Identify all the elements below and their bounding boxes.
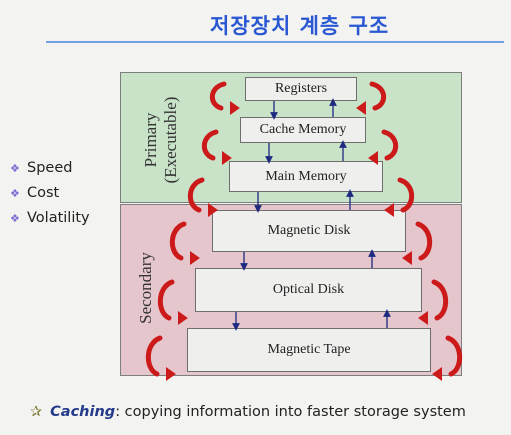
level-main-memory: Main Memory: [229, 161, 383, 192]
curved-arrow-head: [368, 151, 378, 165]
star-icon: ✰: [30, 404, 43, 420]
curved-arrow: [145, 335, 163, 377]
curved-arrow: [431, 279, 449, 321]
bullet-item: ❖ Cost: [10, 181, 90, 206]
caching-keyword: Caching: [50, 404, 116, 420]
connector-arrows: [232, 98, 391, 331]
level-magnetic-tape: Magnetic Tape: [187, 328, 431, 372]
curved-arrow-head: [402, 251, 412, 265]
diamond-bullet-icon: ❖: [10, 162, 20, 175]
level-registers: Registers: [245, 77, 357, 101]
curved-arrows: [145, 81, 463, 381]
curved-arrow-head: [178, 311, 188, 325]
level-optical-disk: Optical Disk: [195, 268, 422, 312]
level-magnetic-disk: Magnetic Disk: [212, 210, 406, 252]
curved-arrow: [169, 221, 187, 261]
level-cache-memory: Cache Memory: [240, 117, 366, 143]
curved-arrow-head: [432, 367, 442, 381]
bullet-item: ❖ Speed: [10, 156, 90, 181]
diamond-bullet-icon: ❖: [10, 187, 20, 200]
curved-arrow: [369, 81, 387, 111]
curved-arrow-head: [230, 101, 240, 115]
bullet-list: ❖ Speed ❖ Cost ❖ Volatility: [10, 156, 90, 231]
bullet-item: ❖ Volatility: [10, 206, 90, 231]
curved-arrow: [187, 177, 205, 213]
title-underline: [46, 41, 504, 43]
caching-note: ✰ Caching: copying information into faste…: [30, 404, 466, 420]
curved-arrow-head: [222, 151, 232, 165]
curved-arrow: [397, 177, 415, 213]
curved-arrow: [209, 81, 227, 111]
curved-arrow: [381, 129, 399, 161]
slide-title: 저장장치 계층 구조: [210, 14, 390, 38]
curved-arrow-head: [384, 203, 394, 217]
curved-arrow: [201, 129, 219, 161]
curved-arrow-head: [166, 367, 176, 381]
curved-arrow-head: [418, 311, 428, 325]
bullet-cost-label: Cost: [27, 185, 60, 201]
curved-arrow-head: [208, 203, 218, 217]
bullet-speed-label: Speed: [27, 160, 73, 176]
caching-description: : copying information into faster storag…: [115, 404, 466, 420]
curved-arrow-head: [356, 101, 366, 115]
curved-arrow: [445, 335, 463, 377]
curved-arrow: [157, 279, 175, 321]
diamond-bullet-icon: ❖: [10, 212, 20, 225]
bullet-volatility-label: Volatility: [27, 210, 90, 226]
curved-arrow-head: [190, 251, 200, 265]
curved-arrow: [415, 221, 433, 261]
